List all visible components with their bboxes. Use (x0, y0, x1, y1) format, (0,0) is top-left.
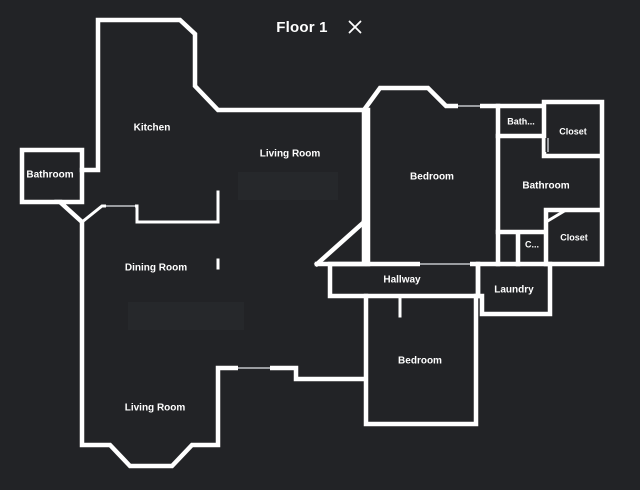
floor-header: Floor 1 (0, 14, 640, 40)
wall-bath-door (496, 134, 569, 234)
room-bathroom-right[interactable]: Bathroom (522, 181, 569, 192)
wall-bedroom-top (360, 85, 501, 267)
room-laundry[interactable]: Laundry (494, 285, 534, 296)
room-dining-room[interactable]: Dining Room (125, 263, 187, 274)
living-area-shade (238, 172, 338, 200)
room-kitchen[interactable]: Kitchen (134, 123, 171, 134)
room-bathroom-left[interactable]: Bathroom (26, 170, 73, 181)
outer-wall-west (54, 17, 367, 469)
room-living-room-top[interactable]: Living Room (260, 149, 321, 160)
wall-bedroom-bottom (363, 293, 479, 427)
room-bedroom-bottom[interactable]: Bedroom (398, 356, 442, 367)
room-closet-bottom[interactable]: Closet (560, 232, 588, 242)
wall-kitchen-dining (79, 190, 220, 225)
room-bedroom-top[interactable]: Bedroom (410, 172, 454, 183)
room-closet-small[interactable]: C... (525, 239, 539, 249)
room-closet-top[interactable]: Closet (559, 126, 587, 136)
room-hallway[interactable]: Hallway (383, 275, 421, 286)
dining-area-shade (128, 302, 244, 330)
wall-right-wing (495, 99, 605, 267)
wall-laundry (475, 261, 553, 317)
wall-bathroom-left (19, 147, 85, 205)
close-icon[interactable] (346, 18, 364, 36)
room-bath-small[interactable]: Bath... (507, 116, 535, 126)
room-living-room-bottom[interactable]: Living Room (125, 403, 186, 414)
wall-bathroom-left-door (57, 168, 100, 225)
floor-title: Floor 1 (276, 18, 328, 36)
